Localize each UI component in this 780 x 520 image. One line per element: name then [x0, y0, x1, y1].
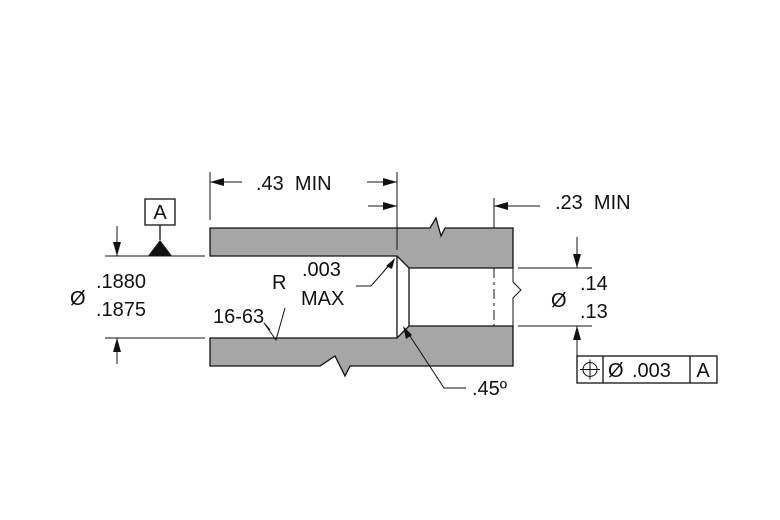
- break-line-right: [512, 268, 522, 326]
- radius-value: .003: [302, 259, 341, 281]
- bore-dia-upper: .1880: [96, 271, 146, 293]
- radius-callout: R .003 MAX: [272, 258, 395, 310]
- arrow-small-left: [494, 202, 508, 210]
- bore-dia-lower: .1875: [96, 299, 146, 321]
- arrow-right: [383, 178, 397, 186]
- arrow-up: [113, 338, 121, 352]
- small-bore-length-dimension: .23 MIN: [368, 192, 631, 228]
- chamfer-leader: [405, 329, 466, 389]
- chamfer-callout: .45º: [403, 326, 508, 400]
- part-section: [209, 216, 522, 378]
- arrow-down: [113, 242, 121, 256]
- position-icon: [580, 359, 600, 380]
- small-dia-lower: .13: [580, 301, 608, 323]
- bore-length-label: .43 MIN: [256, 173, 332, 195]
- arrow-small-right: [383, 202, 397, 210]
- bottom-wall: [209, 325, 514, 378]
- small-dia-symbol: Ø: [551, 290, 567, 312]
- radius-suffix: MAX: [301, 288, 344, 310]
- fcf-dia-symbol: Ø: [608, 360, 624, 382]
- radius-prefix: R: [272, 272, 286, 294]
- datum-letter: A: [153, 202, 167, 224]
- datum-box: [144, 198, 176, 226]
- bore-diameter-dimension: Ø .1880 .1875: [70, 226, 205, 364]
- radius-arrow: [386, 258, 395, 269]
- feature-control-frame: Ø .003 A: [576, 355, 718, 384]
- surface-finish-callout: 16-63: [213, 306, 286, 342]
- surface-finish-leader: [263, 307, 286, 342]
- datum-triangle: [148, 240, 172, 256]
- small-bore-length-label: .23 MIN: [555, 192, 631, 214]
- top-wall: [209, 216, 514, 269]
- fcf-outline: [576, 355, 718, 384]
- chamfer-label: .45º: [472, 378, 508, 400]
- fcf-tolerance: .003: [632, 360, 671, 382]
- bore-dia-symbol: Ø: [70, 288, 86, 310]
- surface-finish-label: 16-63: [213, 306, 264, 328]
- datum-feature: A: [144, 198, 176, 256]
- small-dia-upper: .14: [580, 273, 608, 295]
- radius-leader: [356, 261, 393, 287]
- small-arrow-down: [573, 254, 581, 268]
- bore-length-dimension: .43 MIN: [209, 172, 398, 250]
- fcf-datum-ref: A: [696, 360, 710, 382]
- small-diameter-dimension: Ø .14 .13: [518, 237, 608, 382]
- small-arrow-up: [573, 326, 581, 340]
- chamfer-arrow: [403, 326, 412, 339]
- arrow-left: [210, 178, 224, 186]
